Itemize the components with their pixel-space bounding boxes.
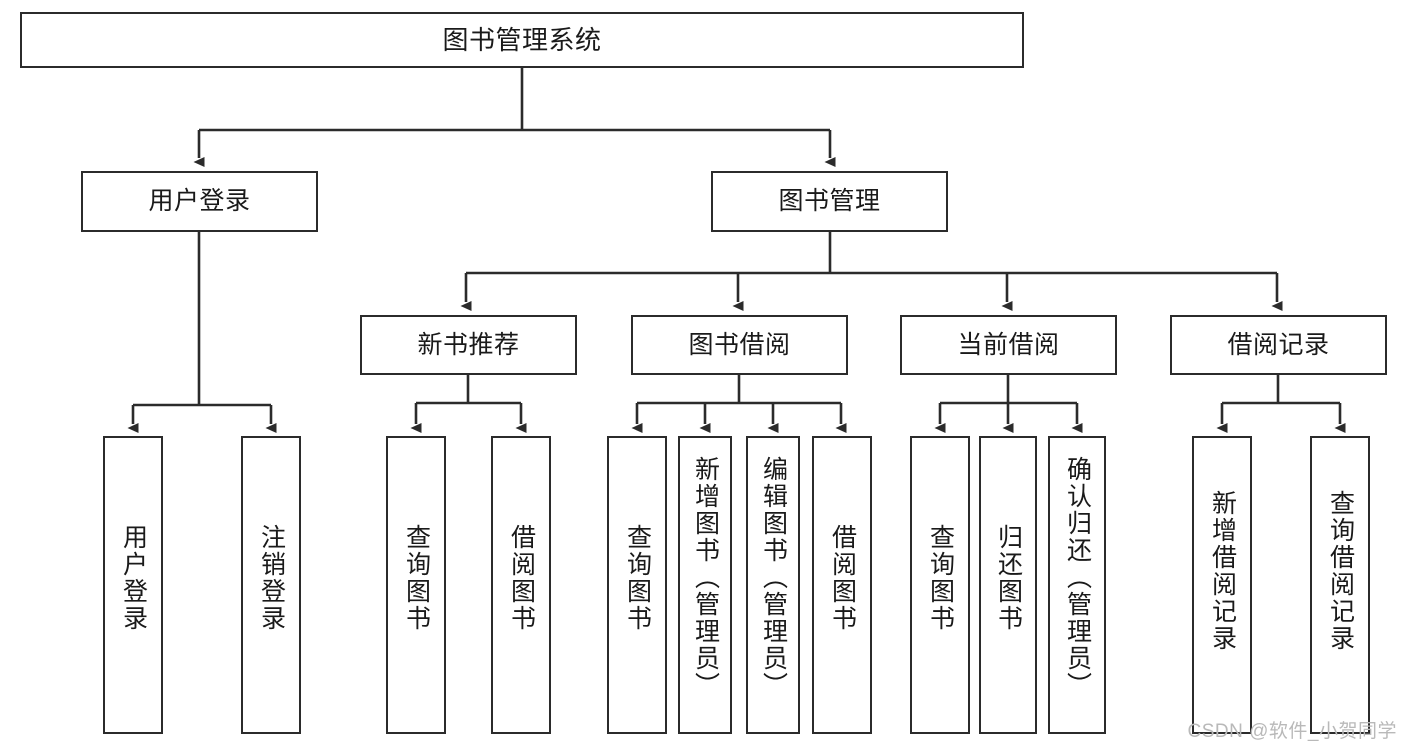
node-label: 图书管理系统 bbox=[442, 24, 602, 55]
node-book-borrow[interactable]: 图书借阅 bbox=[631, 315, 848, 375]
node-label: 注销登录 bbox=[257, 524, 286, 632]
leaf-logout-login[interactable]: 注销登录 bbox=[241, 436, 301, 734]
node-label: 新书推荐 bbox=[417, 330, 520, 359]
node-label: 借阅图书 bbox=[507, 524, 536, 632]
leaf-borrow-book-recommend[interactable]: 借阅图书 bbox=[491, 436, 551, 734]
node-book-manage[interactable]: 图书管理 bbox=[711, 171, 948, 232]
node-user-login[interactable]: 用户登录 bbox=[81, 171, 318, 232]
node-root-system[interactable]: 图书管理系统 bbox=[20, 12, 1024, 68]
node-label: 查询借阅记录 bbox=[1326, 490, 1355, 652]
node-label: 图书借阅 bbox=[688, 330, 791, 359]
node-label: 新增图书（管理员） bbox=[691, 456, 720, 699]
leaf-query-book-recommend[interactable]: 查询图书 bbox=[386, 436, 446, 734]
csdn-watermark: CSDN @软件_小贺同学 bbox=[1187, 721, 1397, 742]
node-label: 借阅记录 bbox=[1227, 330, 1330, 359]
node-label: 确认归还（管理员） bbox=[1063, 456, 1092, 699]
node-label: 当前借阅 bbox=[957, 330, 1060, 359]
leaf-borrow-book[interactable]: 借阅图书 bbox=[812, 436, 872, 734]
node-current-borrow[interactable]: 当前借阅 bbox=[900, 315, 1117, 375]
node-label: 图书管理 bbox=[778, 187, 881, 215]
leaf-add-borrow-record[interactable]: 新增借阅记录 bbox=[1192, 436, 1252, 734]
node-label: 查询图书 bbox=[623, 524, 652, 632]
node-label: 查询图书 bbox=[402, 524, 431, 632]
leaf-add-book[interactable]: 新增图书（管理员） bbox=[678, 436, 732, 734]
leaf-query-book-current[interactable]: 查询图书 bbox=[910, 436, 970, 734]
node-label: 用户登录 bbox=[119, 524, 148, 632]
leaf-user-login[interactable]: 用户登录 bbox=[103, 436, 163, 734]
leaf-query-borrow-record[interactable]: 查询借阅记录 bbox=[1310, 436, 1370, 734]
leaf-query-book-borrow[interactable]: 查询图书 bbox=[607, 436, 667, 734]
leaf-return-book[interactable]: 归还图书 bbox=[979, 436, 1037, 734]
node-label: 归还图书 bbox=[994, 524, 1023, 632]
leaf-confirm-return[interactable]: 确认归还（管理员） bbox=[1048, 436, 1106, 734]
node-label: 借阅图书 bbox=[828, 524, 857, 632]
node-label: 用户登录 bbox=[148, 187, 251, 215]
node-label: 新增借阅记录 bbox=[1208, 490, 1237, 652]
node-label: 查询图书 bbox=[926, 524, 955, 632]
leaf-edit-book[interactable]: 编辑图书（管理员） bbox=[746, 436, 800, 734]
node-label: 编辑图书（管理员） bbox=[759, 456, 788, 699]
node-new-book-recommend[interactable]: 新书推荐 bbox=[360, 315, 577, 375]
node-borrow-record[interactable]: 借阅记录 bbox=[1170, 315, 1387, 375]
